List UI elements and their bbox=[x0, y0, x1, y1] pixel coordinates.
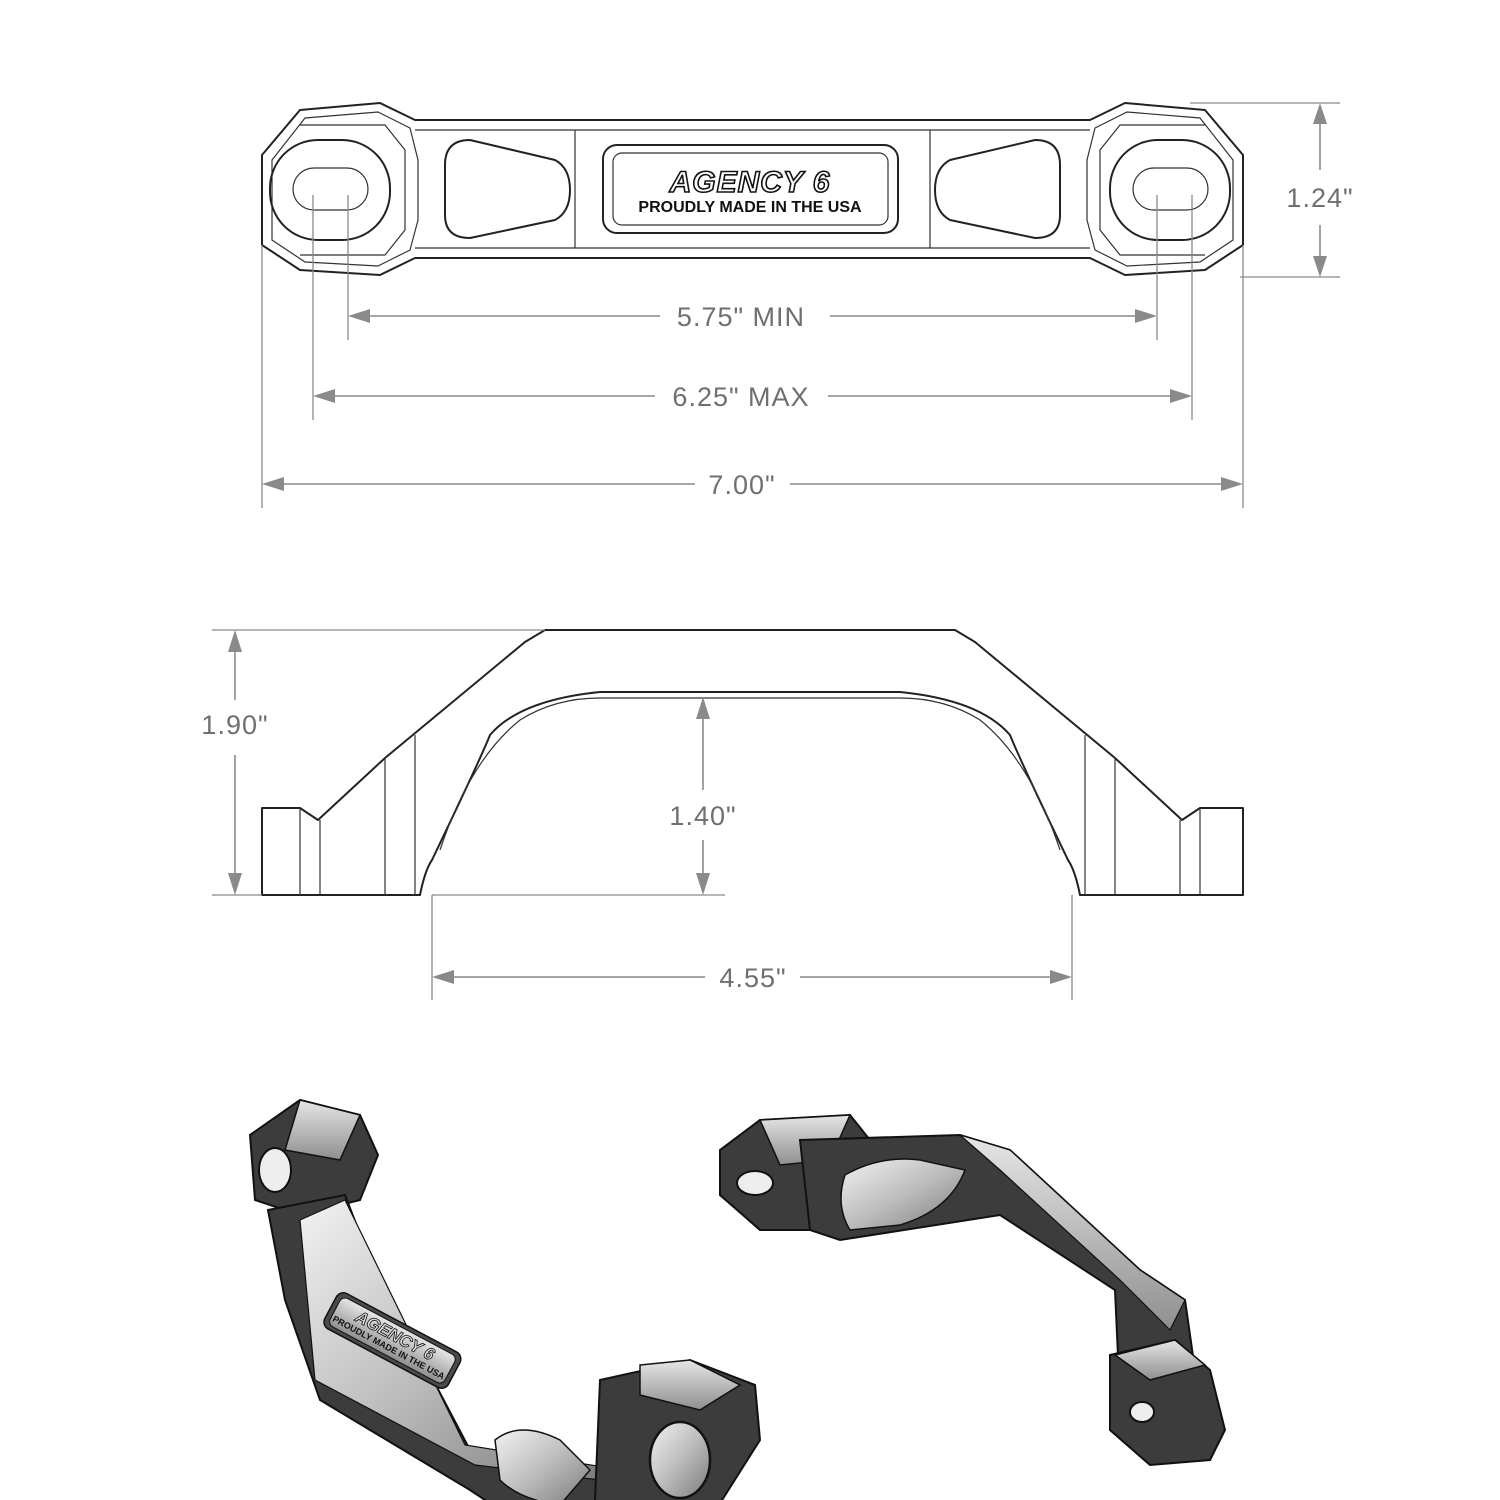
tagline-text: PROUDLY MADE IN THE USA bbox=[638, 199, 862, 216]
logo-text: AGENCY 6 bbox=[669, 166, 831, 199]
iso-left-hole-top bbox=[258, 1147, 292, 1193]
side-view: 1.90" 1.40" 4.55" bbox=[201, 629, 1244, 1000]
dim-span: 4.55" bbox=[719, 963, 786, 993]
iso-left-hole-bottom bbox=[648, 1420, 712, 1500]
top-view: AGENCY 6 PROUDLY MADE IN THE USA 1.24" 5… bbox=[261, 102, 1353, 508]
iso-view-left: AGENCY 6 PROUDLY MADE IN THE USA bbox=[248, 1098, 762, 1500]
right-mount-hole bbox=[1109, 139, 1231, 241]
dim-clearance: 1.40" bbox=[669, 801, 736, 831]
logo-plate bbox=[602, 144, 899, 234]
dim-overall-length: 7.00" bbox=[708, 470, 775, 500]
dim-height-top: 1.24" bbox=[1286, 183, 1353, 213]
iso-view-right bbox=[719, 1113, 1227, 1467]
dim-max-span: 6.25" MAX bbox=[672, 382, 809, 412]
left-mount-hole bbox=[269, 139, 391, 241]
dim-min-span: 5.75" MIN bbox=[677, 302, 805, 332]
iso-right-hole-top bbox=[736, 1170, 774, 1196]
iso-right-hole-bottom bbox=[1129, 1401, 1155, 1423]
dim-height-side: 1.90" bbox=[201, 710, 268, 740]
left-cutout bbox=[444, 139, 571, 239]
right-cutout bbox=[934, 139, 1061, 239]
